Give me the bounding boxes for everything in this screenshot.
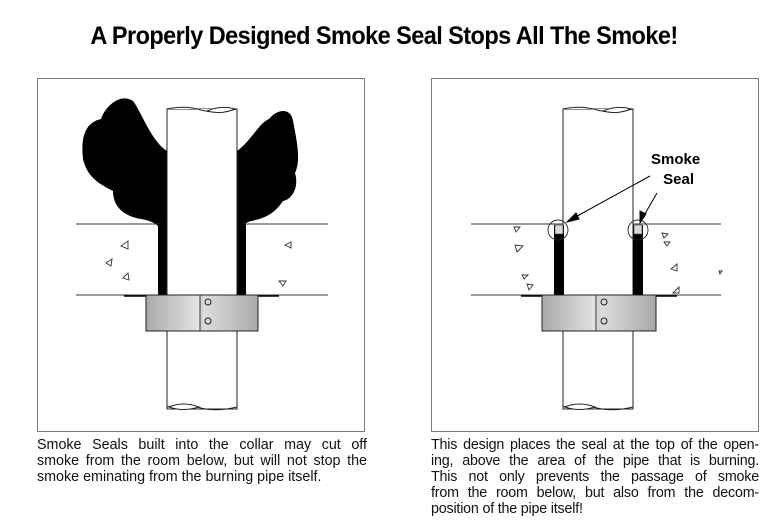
caption-line: smoke from the room below, but will not … — [37, 453, 367, 469]
top-seal-illustration — [471, 106, 723, 411]
page-title: A Properly Designed Smoke Seal Stops All… — [90, 22, 678, 50]
aggregate-marks — [513, 226, 723, 294]
diagram-top-seal — [431, 78, 759, 432]
collar-seal-illustration — [76, 98, 328, 411]
pipe — [166, 106, 238, 411]
callout-arrows — [565, 175, 658, 225]
smoke-seal-left — [547, 219, 569, 295]
caption-line: This design places the seal at the top o… — [431, 437, 759, 453]
smoke-seal-callout-label: Smoke Seal — [651, 151, 701, 188]
caption-collar-seal: Smoke Seals built into the collar may cu… — [37, 437, 367, 485]
diagram-collar-seal — [37, 78, 365, 432]
smoke-seal-right — [627, 219, 649, 295]
caption-line: ing, above the area of the pipe that is … — [431, 453, 759, 469]
collar — [541, 294, 657, 332]
collar — [145, 294, 259, 332]
smoke-cloud-left — [82, 98, 167, 231]
pipe — [562, 106, 634, 411]
caption-line: from the room below, but also from the d… — [431, 485, 759, 501]
aggregate-marks — [105, 240, 292, 287]
caption-line: position of the pipe itself! — [431, 501, 583, 517]
caption-line: smoke eminating from the burning pipe it… — [37, 469, 322, 485]
caption-line: Smoke Seals built into the collar may cu… — [37, 437, 367, 453]
smoke-cloud-right — [237, 111, 299, 231]
caption-line: This not only prevents the passage of sm… — [431, 469, 759, 485]
caption-top-seal: This design places the seal at the top o… — [431, 437, 759, 517]
